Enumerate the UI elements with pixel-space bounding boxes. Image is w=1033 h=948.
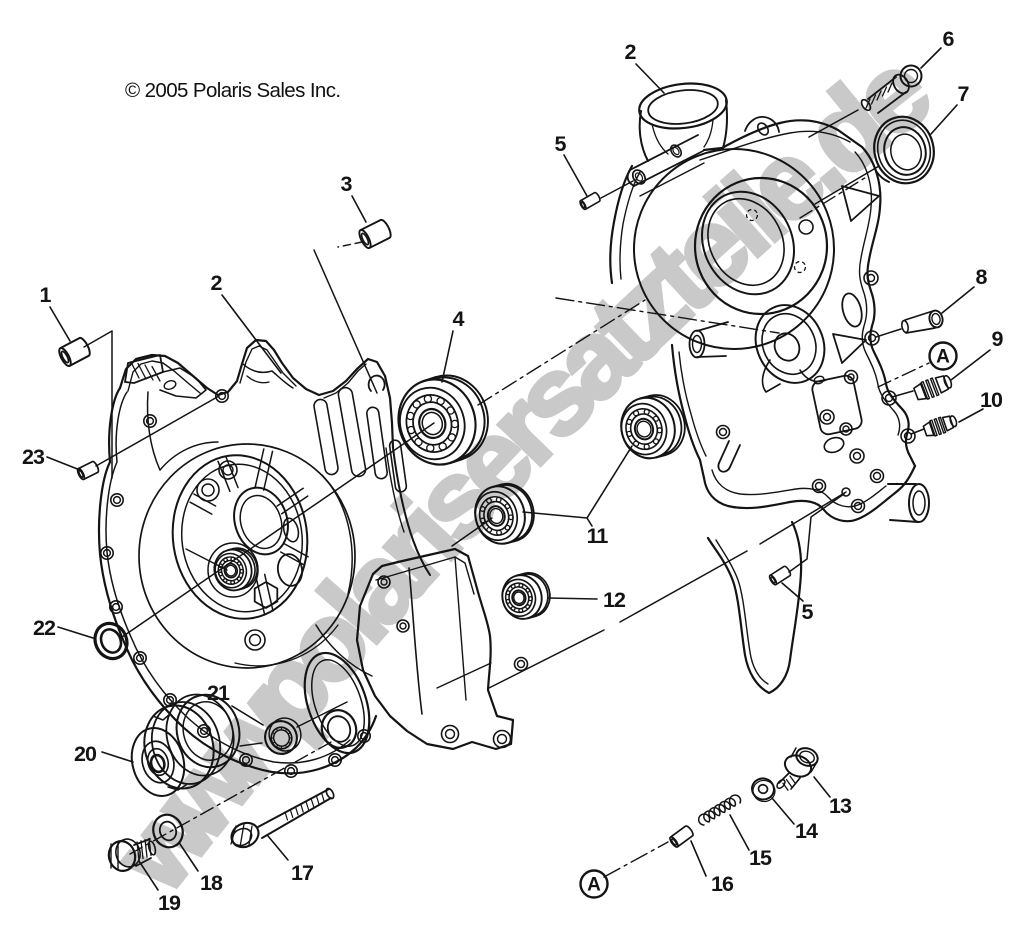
svg-text:17: 17 bbox=[291, 861, 314, 885]
svg-text:16: 16 bbox=[711, 872, 734, 896]
svg-text:5: 5 bbox=[555, 132, 567, 156]
svg-text:19: 19 bbox=[158, 891, 181, 915]
svg-text:22: 22 bbox=[33, 616, 56, 640]
svg-text:13: 13 bbox=[829, 794, 852, 818]
svg-text:3: 3 bbox=[341, 172, 353, 196]
svg-text:1: 1 bbox=[40, 283, 52, 307]
svg-text:4: 4 bbox=[453, 307, 465, 331]
svg-text:© 2005 Polaris Sales Inc.: © 2005 Polaris Sales Inc. bbox=[125, 79, 340, 102]
svg-text:11: 11 bbox=[587, 524, 609, 548]
svg-text:18: 18 bbox=[200, 871, 223, 895]
svg-text:10: 10 bbox=[980, 388, 1003, 412]
svg-text:8: 8 bbox=[976, 265, 988, 289]
svg-text:12: 12 bbox=[603, 588, 626, 612]
svg-text:20: 20 bbox=[74, 742, 97, 766]
svg-text:15: 15 bbox=[749, 846, 772, 870]
svg-text:2: 2 bbox=[625, 40, 637, 64]
svg-text:5: 5 bbox=[802, 600, 814, 624]
svg-text:A: A bbox=[587, 875, 601, 896]
svg-text:9: 9 bbox=[992, 327, 1004, 351]
svg-text:2: 2 bbox=[211, 271, 223, 295]
svg-text:21: 21 bbox=[207, 681, 230, 705]
svg-text:7: 7 bbox=[958, 82, 970, 106]
svg-text:14: 14 bbox=[795, 819, 818, 843]
svg-text:23: 23 bbox=[22, 445, 45, 469]
svg-text:6: 6 bbox=[943, 27, 955, 51]
svg-text:A: A bbox=[936, 347, 950, 368]
